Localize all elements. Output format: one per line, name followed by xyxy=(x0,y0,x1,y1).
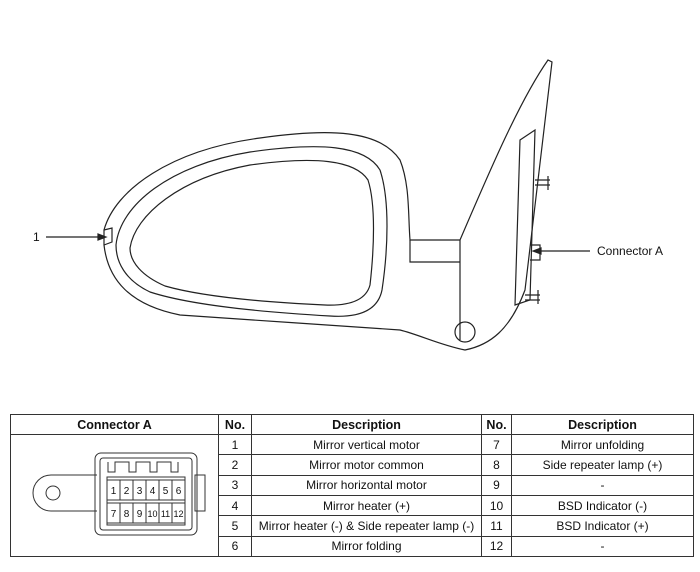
connector-pinout-table: Connector A No. Description No. Descript… xyxy=(10,414,694,558)
pin-number: 10 xyxy=(481,494,512,517)
pin-number: 4 xyxy=(218,494,252,517)
pin-description: Mirror horizontal motor xyxy=(251,474,482,496)
pin-description: Mirror folding xyxy=(251,535,482,558)
table-row: 2 Mirror motor common 8 Side repeater la… xyxy=(11,454,694,476)
pin-number: 5 xyxy=(218,515,252,537)
connector-pin-label: 6 xyxy=(175,486,181,497)
connector-pin-label: 2 xyxy=(123,486,129,497)
pin-description: Mirror motor common xyxy=(251,454,482,476)
pin-number: 7 xyxy=(481,433,512,456)
connector-a-arrow xyxy=(531,247,590,255)
connector-pin-label: 8 xyxy=(123,509,129,520)
connector-pin-label: 12 xyxy=(173,509,183,519)
pin-number: 1 xyxy=(218,433,252,456)
pin-number: 9 xyxy=(481,474,512,496)
pin-number: 8 xyxy=(481,454,512,476)
callout-1-label: 1 xyxy=(33,230,40,244)
pin-number: 11 xyxy=(481,515,512,537)
table-header-row: Connector A No. Description No. Descript… xyxy=(10,414,694,435)
pin-description: Mirror vertical motor xyxy=(251,433,482,456)
connector-pin xyxy=(171,479,185,501)
header-description: Description xyxy=(251,414,482,435)
mirror-housing xyxy=(103,59,553,351)
pin-description: - xyxy=(511,474,694,496)
header-connector: Connector A xyxy=(10,414,219,435)
connector-pin-label: 9 xyxy=(136,509,142,520)
table-row: 3 Mirror horizontal motor 9 - xyxy=(11,474,694,496)
pin-description: Side repeater lamp (+) xyxy=(511,454,694,476)
table-row: 5 Mirror heater (-) & Side repeater lamp… xyxy=(11,515,694,537)
table-row: 6 Mirror folding 12 - xyxy=(11,535,694,558)
pin-number: 12 xyxy=(481,535,512,558)
header-no: No. xyxy=(218,414,252,435)
pin-description: Mirror heater (+) xyxy=(251,494,482,517)
pin-description: - xyxy=(511,535,694,558)
connector-pin-label: 4 xyxy=(149,486,155,497)
callout-1-arrow xyxy=(46,233,108,241)
callout-connector-a-label: Connector A xyxy=(597,244,664,258)
connector-pin-label: 5 xyxy=(162,486,168,497)
connector-pin-label: 10 xyxy=(147,509,157,519)
header-description: Description xyxy=(511,414,694,435)
pin-description: BSD Indicator (+) xyxy=(511,515,694,537)
connector-pin-label: 3 xyxy=(136,486,142,497)
header-no: No. xyxy=(481,414,512,435)
pin-description: Mirror heater (-) & Side repeater lamp (… xyxy=(251,515,482,537)
pin-number: 2 xyxy=(218,454,252,476)
side-mirror-drawing xyxy=(46,59,590,351)
pin-number: 3 xyxy=(218,474,252,496)
pin-number: 6 xyxy=(218,535,252,558)
connector-pin xyxy=(171,502,185,524)
pin-description: BSD Indicator (-) xyxy=(511,494,694,517)
connector-pin-label: 1 xyxy=(110,486,116,497)
connector-pin-label: 7 xyxy=(110,509,116,520)
pin-description: Mirror unfolding xyxy=(511,433,694,456)
connector-pin-label: 11 xyxy=(160,509,169,519)
table-row: 4 Mirror heater (+) 10 BSD Indicator (-) xyxy=(11,494,694,517)
